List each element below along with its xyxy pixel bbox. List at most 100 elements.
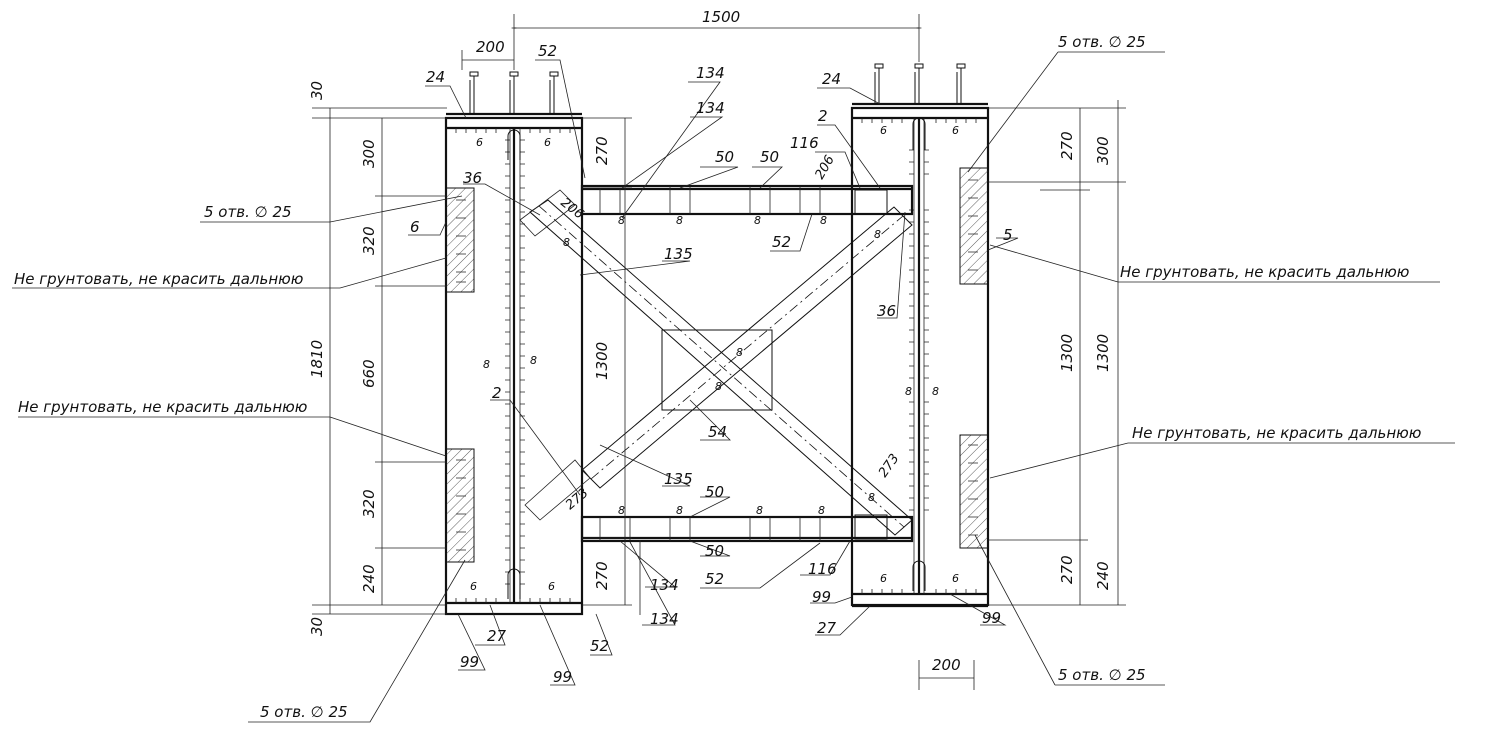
holes-note-right-top: 5 отв. ∅ 25 [1058, 33, 1146, 51]
mark-273-right: 273 [876, 451, 903, 480]
dim-left-240: 240 [360, 564, 378, 593]
mark-6-left: 6 [410, 218, 420, 236]
left-column-outline [444, 116, 584, 616]
right-plate-lower [959, 434, 989, 549]
note-texts: 5 отв. ∅ 25 5 отв. ∅ 25 5 отв. ∅ 25 5 от… [14, 33, 1421, 721]
weld-8-l: 8 [818, 504, 825, 517]
mark-24-right: 24 [822, 70, 841, 88]
weld-8-c: 8 [905, 385, 912, 398]
weld-8-o: 8 [563, 236, 570, 249]
mark-99-d: 99 [982, 609, 1001, 627]
mark-5-right: 5 [1003, 226, 1013, 244]
weld-8-j: 8 [676, 504, 683, 517]
dim-right-outer-top: 300 [1094, 136, 1112, 165]
mark-206-a: 206 [812, 153, 837, 182]
left-column [444, 71, 584, 616]
weld-8-m: 8 [736, 346, 743, 359]
dim-right-inner-top: 270 [1058, 131, 1076, 160]
weld-8-a: 8 [483, 358, 490, 371]
left-plate-upper [445, 187, 475, 293]
mark-134-c: 134 [650, 576, 679, 594]
mark-27-left: 27 [487, 627, 507, 645]
dim-left-inner-bottom: 270 [593, 561, 611, 590]
part-marks: 24 24 52 52 52 52 134 134 134 134 50 50 … [410, 42, 1013, 686]
weld-6-d: 6 [548, 580, 555, 593]
weld-6-g: 6 [880, 572, 887, 585]
weld-6-e: 6 [880, 124, 887, 137]
mark-52-bottom: 52 [590, 637, 609, 655]
diagonal-brace-b [524, 206, 913, 521]
no-paint-note-left-lower: Не грунтовать, не красить дальнюю [18, 398, 307, 416]
mark-54: 54 [708, 423, 727, 441]
mark-134-d: 134 [650, 610, 679, 628]
top-beam [580, 184, 914, 216]
mark-116-top: 116 [790, 134, 819, 152]
mark-27-right: 27 [817, 619, 837, 637]
weld-8-e: 8 [618, 214, 625, 227]
center-gusset-plate [661, 329, 773, 411]
dim-col-width-bottom: 200 [932, 656, 961, 674]
mark-116-bottom: 116 [808, 560, 837, 578]
weld-8-q: 8 [868, 491, 875, 504]
holes-note-right-bottom: 5 отв. ∅ 25 [1058, 666, 1146, 684]
weld-8-k: 8 [756, 504, 763, 517]
dimension-lines [312, 14, 1126, 690]
leader-lines [12, 51, 1455, 723]
mark-24-left: 24 [426, 68, 445, 86]
mark-135-bottom: 135 [664, 470, 693, 488]
weld-6-h: 6 [952, 572, 959, 585]
dim-overall-width: 1500 [702, 8, 740, 26]
right-column [850, 63, 990, 608]
dim-left-320-lower: 320 [360, 489, 378, 518]
dim-col-width-top: 200 [476, 38, 505, 56]
mark-273-left: 273 [563, 486, 592, 513]
dim-left-300: 300 [360, 139, 378, 168]
mark-134-a: 134 [696, 64, 725, 82]
mark-52-beam-bottom: 52 [705, 570, 724, 588]
dim-right-outer-bottom: 240 [1094, 561, 1112, 590]
left-plate-lower [445, 448, 475, 563]
dim-left-inner-mid: 1300 [593, 342, 611, 380]
weld-6-a: 6 [476, 136, 483, 149]
weld-8-f: 8 [676, 214, 683, 227]
mark-50-b: 50 [760, 148, 779, 166]
no-paint-note-left-upper: Не грунтовать, не красить дальнюю [14, 270, 303, 288]
mark-50-a: 50 [715, 148, 734, 166]
dim-left-30-top: 30 [308, 81, 326, 100]
weld-6-f: 6 [952, 124, 959, 137]
weld-8-g: 8 [754, 214, 761, 227]
right-plate-upper [959, 167, 989, 285]
mark-36-right: 36 [877, 302, 896, 320]
dim-left-320-upper: 320 [360, 226, 378, 255]
mark-36-left: 36 [463, 169, 482, 187]
dim-right-inner-bottom: 270 [1058, 555, 1076, 584]
dim-left-660: 660 [360, 359, 378, 388]
dim-left-total: 1810 [308, 340, 326, 378]
no-paint-note-right-upper: Не грунтовать, не красить дальнюю [1120, 263, 1409, 281]
mark-99-c: 99 [812, 588, 831, 606]
holes-note-left-top: 5 отв. ∅ 25 [204, 203, 292, 221]
right-anchor-bolts [874, 63, 966, 104]
holes-note-left-bottom: 5 отв. ∅ 25 [260, 703, 348, 721]
mark-50-d: 50 [705, 542, 724, 560]
dim-left-30-bottom: 30 [308, 617, 326, 636]
mark-99-b: 99 [553, 668, 572, 686]
dim-right-outer-mid: 1300 [1094, 334, 1112, 372]
mark-134-b: 134 [696, 99, 725, 117]
dimension-texts: 1500 200 200 30 300 320 660 320 240 30 1… [308, 8, 1112, 674]
bottom-beam [580, 514, 914, 543]
mark-2-top: 2 [818, 107, 828, 125]
mark-52-top-left: 52 [538, 42, 557, 60]
weld-6-c: 6 [470, 580, 477, 593]
weld-8-n: 8 [715, 380, 722, 393]
weld-8-d: 8 [932, 385, 939, 398]
mark-99-a: 99 [460, 653, 479, 671]
mark-52-beam-top: 52 [772, 233, 791, 251]
dim-left-inner-top: 270 [593, 136, 611, 165]
weld-6-b: 6 [544, 136, 551, 149]
weld-8-i: 8 [618, 504, 625, 517]
mark-2-left: 2 [492, 384, 502, 402]
dim-right-inner-mid: 1300 [1058, 334, 1076, 372]
left-anchor-bolts [469, 71, 559, 113]
